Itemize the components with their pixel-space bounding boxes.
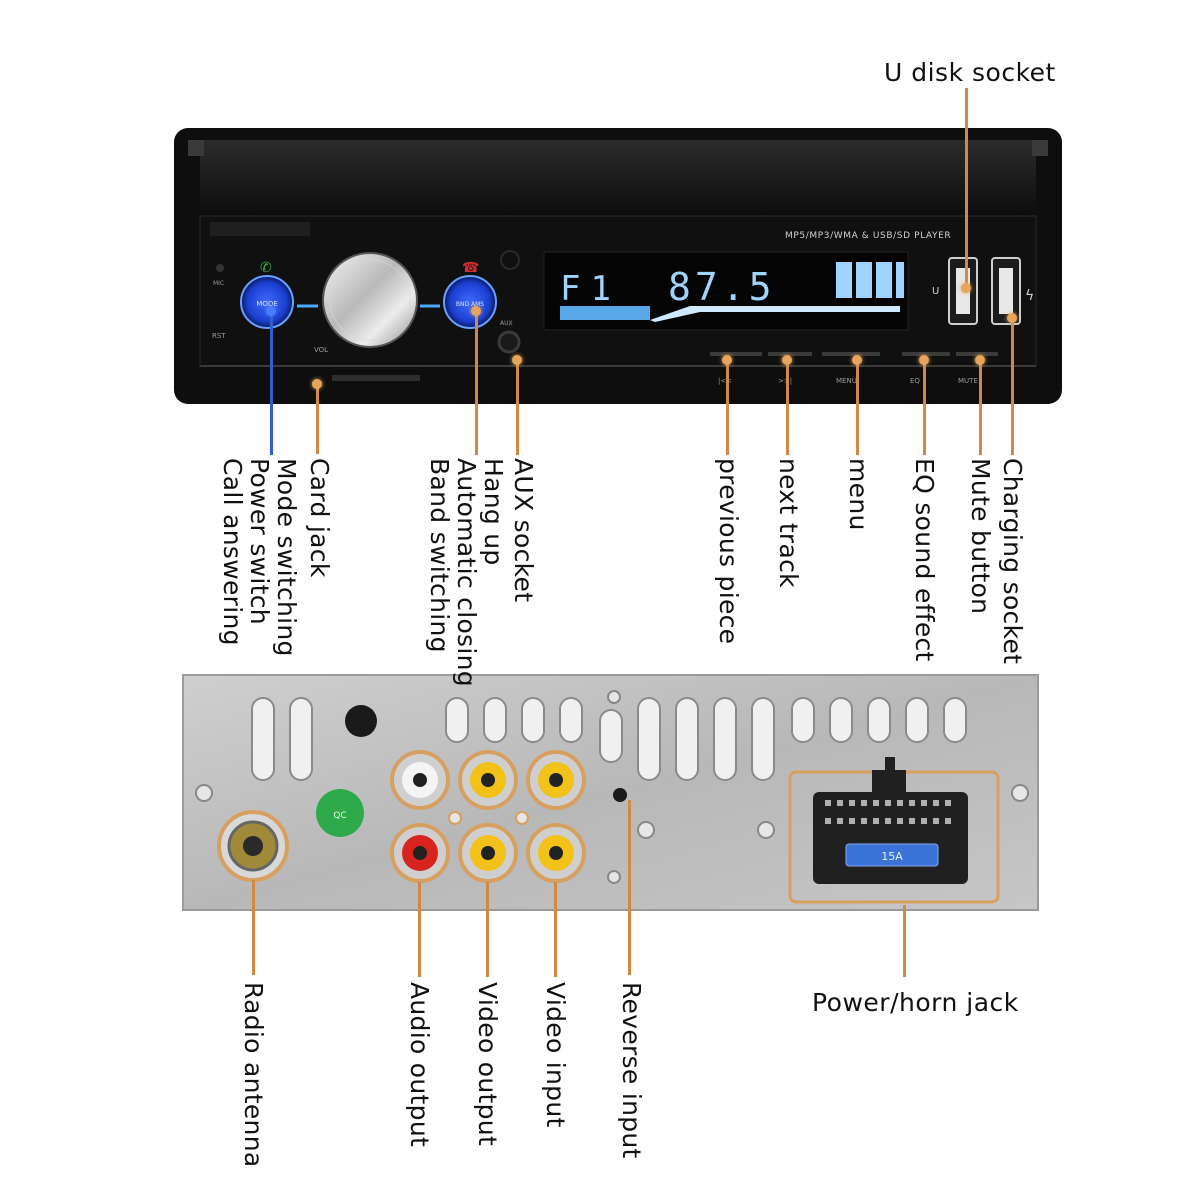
charge-bolt-icon: ϟ bbox=[1025, 288, 1034, 304]
label-mode-switching: Mode switching bbox=[272, 458, 301, 657]
label-mute-button: Mute button bbox=[966, 458, 995, 615]
hangup-icon: ☎ bbox=[462, 260, 479, 276]
mode-button-text: MODE bbox=[256, 300, 277, 308]
volume-knob bbox=[322, 252, 418, 348]
model-text: MP5/MP3/WMA & USB/SD PLAYER bbox=[785, 231, 951, 241]
label-hang-up: Hang up bbox=[479, 458, 508, 566]
btn-prev-text: |<< bbox=[718, 377, 732, 385]
green-sticker bbox=[316, 789, 364, 837]
display-band: F1 bbox=[560, 269, 621, 309]
label-charging-socket: Charging socket bbox=[998, 458, 1027, 665]
label-audio-output: Audio output bbox=[405, 982, 434, 1148]
vol-label: VOL bbox=[314, 346, 328, 354]
label-card-jack: Card jack bbox=[305, 458, 334, 578]
usb-u-label: U bbox=[932, 286, 939, 297]
band-hangup-button bbox=[443, 275, 497, 329]
mute-bar bbox=[956, 352, 998, 356]
btn-menu-text: MENU bbox=[836, 377, 857, 385]
eq-bar bbox=[902, 352, 950, 356]
vent-slots bbox=[251, 697, 967, 781]
fuse-label: 15A bbox=[881, 850, 903, 863]
aux-jack bbox=[497, 330, 521, 354]
label-eq-sound-effect: EQ sound effect bbox=[910, 458, 939, 662]
label-call-answering: Call answering bbox=[218, 458, 247, 646]
btn-mute-text: MUTE bbox=[958, 377, 978, 385]
motorized-lid bbox=[200, 140, 1036, 216]
btn-eq-text: EQ bbox=[910, 377, 920, 385]
band-button-text: BND AMS bbox=[456, 301, 484, 308]
signal-bar bbox=[560, 306, 650, 320]
call-icon: ✆ bbox=[260, 260, 272, 276]
prev-bar bbox=[710, 352, 762, 356]
label-power-horn-jack: Power/horn jack bbox=[812, 988, 1019, 1017]
display-frequency: 87.5 bbox=[668, 265, 776, 309]
label-power-switch: Power switch bbox=[245, 458, 274, 625]
label-band-switching: Band switching bbox=[425, 458, 454, 653]
rca-jacks bbox=[390, 750, 586, 883]
label-automatic-closing: Automatic closing bbox=[452, 458, 481, 687]
aux-label: AUX bbox=[500, 320, 513, 327]
btn-next-text: >>| bbox=[778, 377, 792, 385]
label-next-track: next track bbox=[774, 458, 803, 588]
rst-label: RST bbox=[212, 332, 226, 340]
fuse bbox=[845, 843, 939, 867]
card-slot bbox=[332, 375, 420, 381]
label-radio-antenna: Radio antenna bbox=[239, 982, 268, 1168]
label-video-output: Video output bbox=[473, 982, 502, 1147]
label-menu: menu bbox=[844, 458, 873, 531]
menu-bar bbox=[822, 352, 880, 356]
label-reverse-input: Reverse input bbox=[617, 982, 646, 1159]
next-bar bbox=[768, 352, 812, 356]
label-previous-piece: previous piece bbox=[714, 458, 743, 645]
label-aux-socket: AUX socket bbox=[509, 458, 538, 603]
mic-hole bbox=[216, 264, 224, 272]
label-video-input: Video input bbox=[541, 982, 570, 1128]
mode-power-button bbox=[240, 275, 294, 329]
mic-label: MIC bbox=[213, 280, 224, 287]
label-u-disk-socket: U disk socket bbox=[884, 58, 1056, 87]
svg-text:QC: QC bbox=[333, 811, 346, 821]
